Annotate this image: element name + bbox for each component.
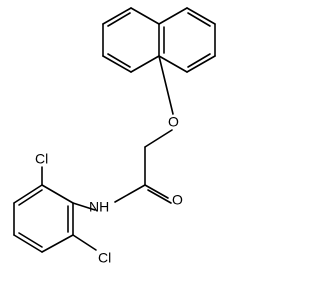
double-bond-inner <box>18 189 43 206</box>
bond <box>114 184 146 203</box>
molecule-structure: O O NH Cl Cl <box>13 7 216 266</box>
bond <box>72 202 96 211</box>
bond <box>130 7 160 25</box>
amide-nh-label: NH <box>89 199 109 215</box>
bond <box>186 7 216 25</box>
naphthalene-ring-right <box>158 7 216 73</box>
acetamide-chain <box>72 146 172 211</box>
carbonyl-bond <box>147 189 172 204</box>
bond <box>41 184 74 204</box>
bond <box>41 234 74 253</box>
double-bond-inner <box>18 232 43 248</box>
bond <box>144 129 173 148</box>
double-bond-inner <box>187 12 211 27</box>
double-bond-inner <box>187 53 211 68</box>
bond <box>130 55 160 73</box>
double-bond-inner <box>107 12 131 27</box>
oxygen-carbonyl-label: O <box>172 192 183 208</box>
naphthalene-ring-left <box>102 7 160 73</box>
oxygen-ether-label: O <box>168 114 179 130</box>
ether-linkage <box>144 55 174 148</box>
bond <box>72 234 97 251</box>
bond <box>13 184 43 204</box>
bond <box>158 55 174 115</box>
molecule-diagram: O O NH Cl Cl <box>13 7 216 266</box>
bond <box>158 7 188 25</box>
bond <box>102 55 132 73</box>
chlorine-bottom-label: Cl <box>98 250 111 266</box>
carbonyl-bond <box>144 184 169 199</box>
double-bond-inner <box>107 53 131 68</box>
bond <box>186 55 216 73</box>
bond <box>102 7 132 25</box>
dichlorophenyl-ring <box>13 166 97 253</box>
chlorine-top-label: Cl <box>35 151 48 167</box>
bond <box>13 234 43 253</box>
bond <box>158 55 188 73</box>
